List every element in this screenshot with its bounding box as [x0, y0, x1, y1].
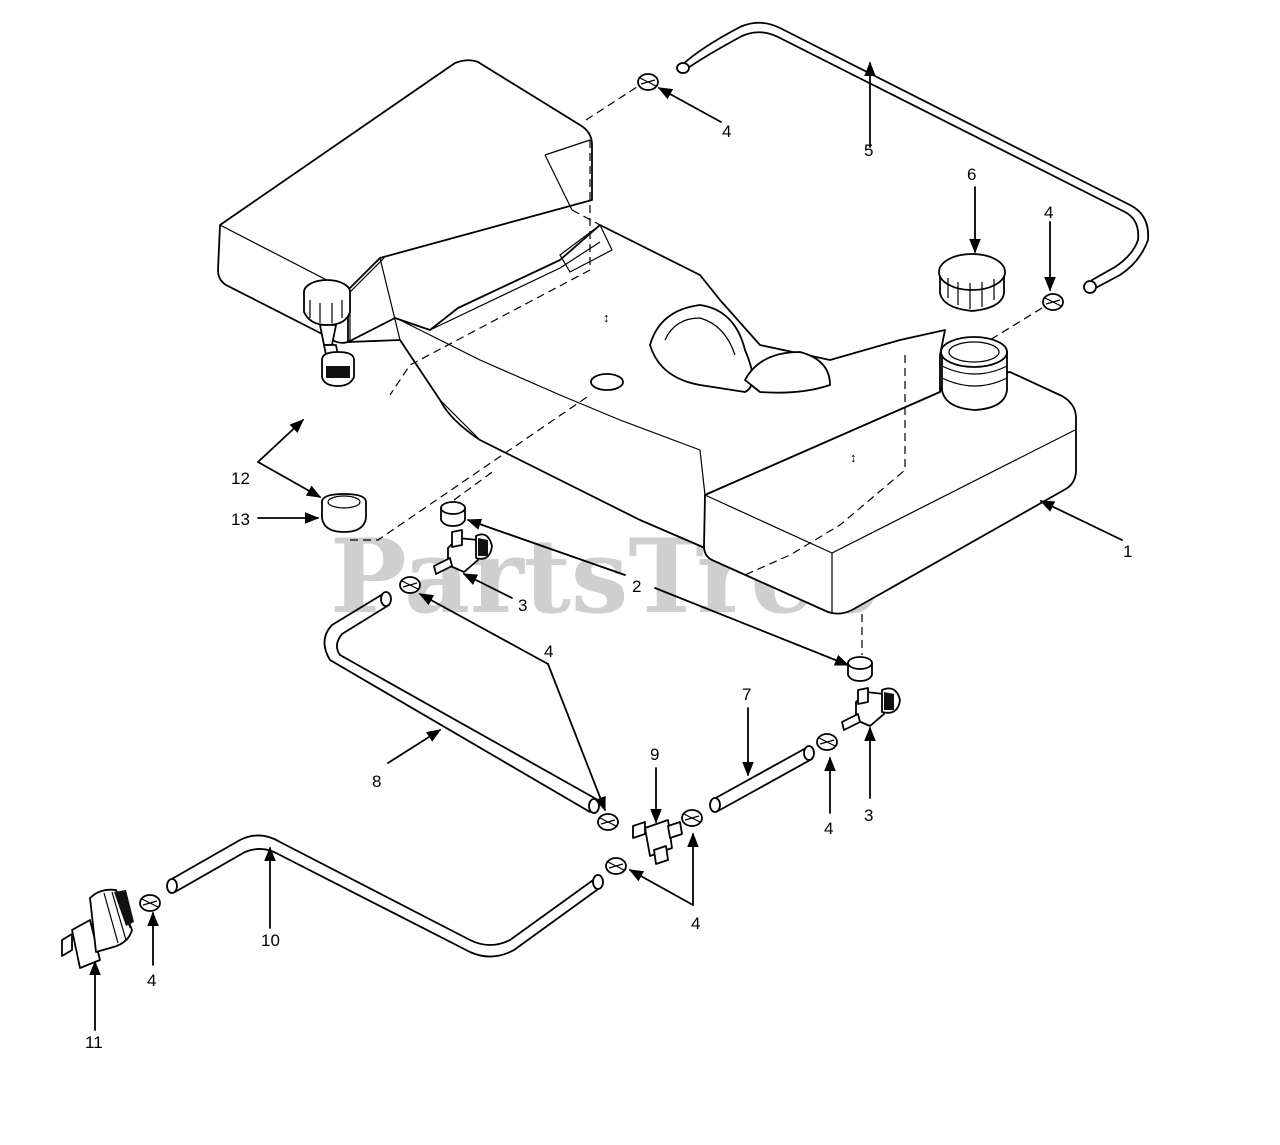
clamp-top — [637, 73, 659, 91]
callout-10: 10 — [261, 931, 280, 950]
callout-9: 9 — [650, 745, 659, 764]
callout-7: 7 — [742, 685, 751, 704]
clamp-right — [1042, 293, 1064, 311]
hose-bottom — [166, 834, 604, 958]
callout-4a: 4 — [722, 122, 731, 141]
callout-11: 11 — [85, 1033, 103, 1052]
shutoff-valve-right — [841, 687, 901, 731]
callout-3b: 3 — [864, 806, 873, 825]
dipstick — [303, 279, 355, 387]
clamp-mid-bottom — [597, 813, 619, 831]
callout-4d: 4 — [824, 819, 833, 838]
tee-fitting — [632, 819, 683, 865]
bushing-right — [847, 656, 873, 682]
fuel-cap — [938, 253, 1006, 312]
callout-6: 6 — [967, 165, 976, 184]
callout-4e: 4 — [691, 914, 700, 933]
svg-text:↕: ↕ — [850, 450, 857, 465]
callout-2: 2 — [632, 577, 641, 596]
grommet — [321, 493, 367, 533]
fuel-tank: ↕ ↕ — [217, 59, 1077, 615]
callout-4b: 4 — [1044, 203, 1053, 222]
callout-12: 12 — [231, 469, 250, 488]
clamp-mid-top — [399, 576, 421, 594]
callout-1: 1 — [1123, 542, 1132, 561]
filler-neck — [940, 336, 1008, 411]
callout-4f: 4 — [147, 971, 156, 990]
clamp-bottom-mid — [605, 857, 627, 875]
hose-short — [709, 745, 815, 813]
clamp-bottom-left — [139, 894, 161, 912]
callout-13: 13 — [231, 510, 250, 529]
callout-4c: 4 — [544, 642, 553, 661]
callout-3a: 3 — [518, 596, 527, 615]
bushing-left — [440, 501, 466, 527]
clamp-hose7-right — [816, 733, 838, 751]
clamp-hose7-left — [681, 809, 703, 827]
svg-text:↕: ↕ — [603, 310, 610, 325]
hose-top — [676, 21, 1150, 294]
callout-8: 8 — [372, 772, 381, 791]
callout-5: 5 — [864, 141, 873, 160]
shutoff-valve-left — [433, 529, 493, 575]
fuel-filter — [61, 888, 134, 969]
